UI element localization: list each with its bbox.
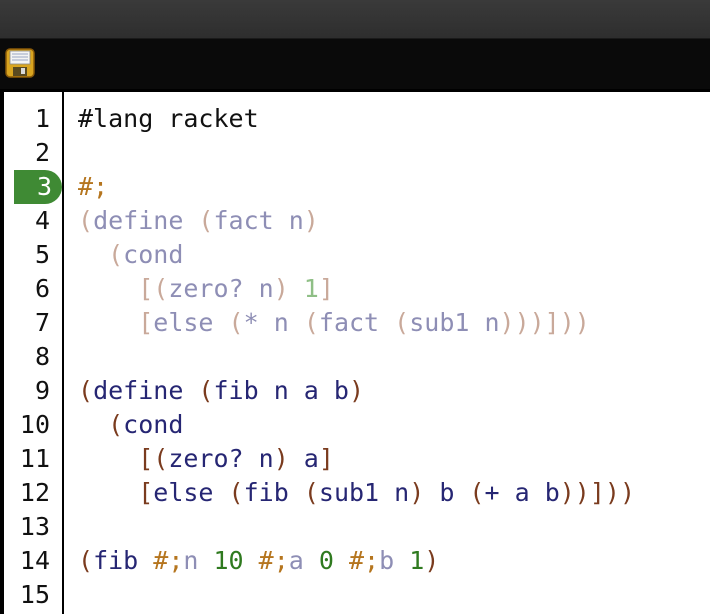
code-token <box>78 444 138 473</box>
code-token: 0 <box>318 546 349 575</box>
line-number: 11 <box>19 444 50 473</box>
code-area[interactable]: #lang racket#;(define (fact n) (cond [(z… <box>78 92 710 614</box>
toolbar <box>0 39 710 89</box>
window-titlebar <box>0 0 710 39</box>
code-token: ( <box>469 478 485 507</box>
code-token: define <box>93 376 199 405</box>
code-token: else <box>153 478 229 507</box>
code-line[interactable]: (fib #;n 10 #;a 0 #;b 1) <box>78 544 439 578</box>
line-number: 12 <box>19 478 50 507</box>
code-token: ] <box>318 274 334 303</box>
code-token: ( <box>78 206 94 235</box>
code-token: cond <box>123 410 184 439</box>
code-line[interactable]: #lang racket <box>78 102 259 136</box>
code-token: sub1 n <box>409 308 500 337</box>
code-token: fib <box>243 478 304 507</box>
code-token: n <box>183 546 214 575</box>
code-token: ) <box>409 478 440 507</box>
code-token: ( <box>198 376 214 405</box>
line-number: 14 <box>19 546 50 575</box>
code-token: ] <box>318 444 334 473</box>
code-token <box>78 478 138 507</box>
code-token: fact <box>318 308 395 337</box>
code-token: else <box>153 308 229 337</box>
code-token: ) <box>348 376 365 405</box>
code-token: fact n <box>213 206 304 235</box>
code-line[interactable]: [else (fib (sub1 n) b (+ a b))])) <box>78 476 635 510</box>
line-number: 1 <box>34 104 50 133</box>
line-number: 7 <box>34 308 50 337</box>
code-line[interactable]: [(zero? n) a] <box>78 442 334 476</box>
code-line[interactable]: [(zero? n) 1] <box>78 272 334 306</box>
code-line[interactable]: (define (fact n) <box>78 204 319 238</box>
line-number: 13 <box>19 512 50 541</box>
code-token: + a b <box>484 478 560 507</box>
code-line[interactable]: (cond <box>78 238 183 272</box>
code-token: [ <box>138 478 154 507</box>
save-icon[interactable] <box>4 47 36 79</box>
code-token: * n <box>243 308 304 337</box>
code-token: ( <box>303 478 319 507</box>
code-token: ) <box>303 206 319 235</box>
code-token: ( <box>303 308 319 337</box>
line-number: 9 <box>34 376 50 405</box>
code-line[interactable]: [else (* n (fact (sub1 n)))])) <box>78 306 590 340</box>
code-token: fib <box>93 546 154 575</box>
code-line[interactable]: #; <box>78 170 108 204</box>
code-token: a <box>303 444 319 473</box>
code-token: 1 <box>409 546 425 575</box>
code-token: #; <box>258 546 289 575</box>
code-token: a <box>288 546 319 575</box>
code-token: ) <box>273 444 304 473</box>
code-token: ) <box>273 274 304 303</box>
code-token: ( <box>394 308 410 337</box>
code-token <box>78 274 138 303</box>
code-token <box>78 308 138 337</box>
code-token: zero? n <box>168 444 274 473</box>
code-token: b <box>439 478 470 507</box>
code-token: [( <box>138 274 169 303</box>
line-number: 6 <box>34 274 50 303</box>
code-token <box>78 240 108 269</box>
code-token: 10 <box>213 546 259 575</box>
line-number: 10 <box>19 410 50 439</box>
code-token: ( <box>228 308 244 337</box>
code-token: ))])) <box>559 478 636 507</box>
code-line[interactable]: (define (fib n a b) <box>78 374 364 408</box>
code-token: [( <box>138 444 169 473</box>
code-token: #; <box>153 546 184 575</box>
code-line[interactable]: (cond <box>78 408 183 442</box>
code-token: #lang racket <box>78 104 259 133</box>
line-number: 4 <box>34 206 50 235</box>
code-token: sub1 n <box>318 478 410 507</box>
code-token: ( <box>108 240 124 269</box>
code-token: define <box>93 206 199 235</box>
line-number: 2 <box>34 138 50 167</box>
code-token: )))])) <box>499 308 590 337</box>
line-number: 5 <box>34 240 50 269</box>
code-token <box>78 410 108 439</box>
code-token: ( <box>198 206 214 235</box>
code-token: ) <box>424 546 440 575</box>
code-token: ( <box>78 546 94 575</box>
line-number: 15 <box>19 580 50 609</box>
code-token: #; <box>348 546 380 575</box>
code-token: b <box>379 546 410 575</box>
code-token: #; <box>78 172 109 201</box>
code-token: 1 <box>303 274 319 303</box>
code-token: zero? n <box>168 274 274 303</box>
code-token: [ <box>138 308 154 337</box>
current-line-number: 3 <box>14 170 62 204</box>
code-token: ( <box>228 478 244 507</box>
line-number: 8 <box>34 342 50 371</box>
code-token: fib n a b <box>213 376 349 405</box>
code-token: ( <box>108 410 124 439</box>
code-token: ( <box>78 376 94 405</box>
code-token: cond <box>123 240 184 269</box>
